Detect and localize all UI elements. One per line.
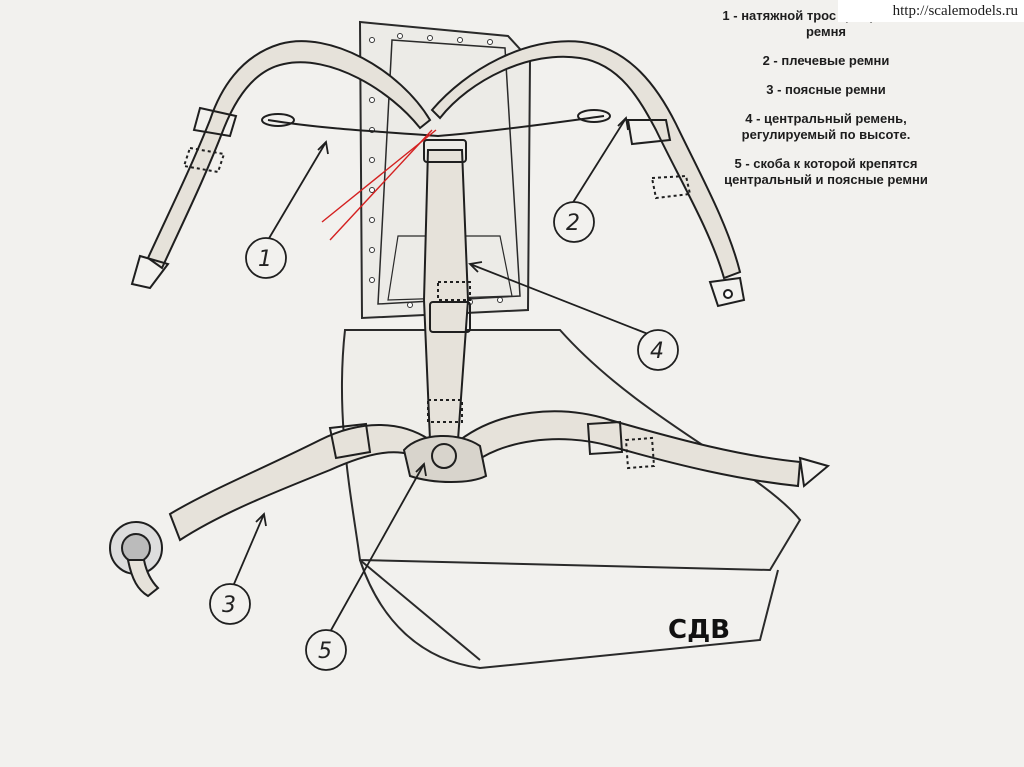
author-signature: СДВ bbox=[668, 615, 730, 645]
legend-item-4: 4 - центральный ремень, регулируемый по … bbox=[741, 111, 911, 142]
callout-2: 2 bbox=[553, 201, 595, 243]
shoulder-strap-left bbox=[130, 40, 432, 290]
shoulder-strap-right bbox=[430, 40, 746, 308]
svg-text:2: 2 bbox=[566, 211, 580, 236]
legend-item-5: 5 - скоба к которой крепятся центральный… bbox=[724, 156, 928, 187]
svg-text:1: 1 bbox=[258, 247, 272, 272]
tension-cable bbox=[261, 109, 611, 138]
callout-5: 5 bbox=[305, 629, 347, 671]
site-watermark: http://scalemodels.ru bbox=[838, 0, 1024, 22]
svg-text:3: 3 bbox=[222, 593, 236, 618]
lap-belt-right bbox=[458, 410, 831, 488]
central-bracket bbox=[402, 435, 488, 483]
red-guide-lines bbox=[321, 129, 437, 241]
leader-lines bbox=[233, 116, 649, 633]
lap-belt-left bbox=[109, 422, 432, 598]
legend: 1 - натяжной трос центрального ремня 2 -… bbox=[708, 8, 944, 201]
callout-3: 3 bbox=[209, 583, 251, 625]
seat-cushion bbox=[340, 329, 802, 670]
svg-text:5: 5 bbox=[318, 639, 332, 664]
callout-4: 4 bbox=[637, 329, 679, 371]
callout-1: 1 bbox=[245, 237, 287, 279]
svg-text:4: 4 bbox=[650, 339, 664, 364]
legend-item-2: 2 - плечевые ремни bbox=[762, 53, 890, 68]
legend-item-3: 3 - поясные ремни bbox=[766, 82, 886, 97]
